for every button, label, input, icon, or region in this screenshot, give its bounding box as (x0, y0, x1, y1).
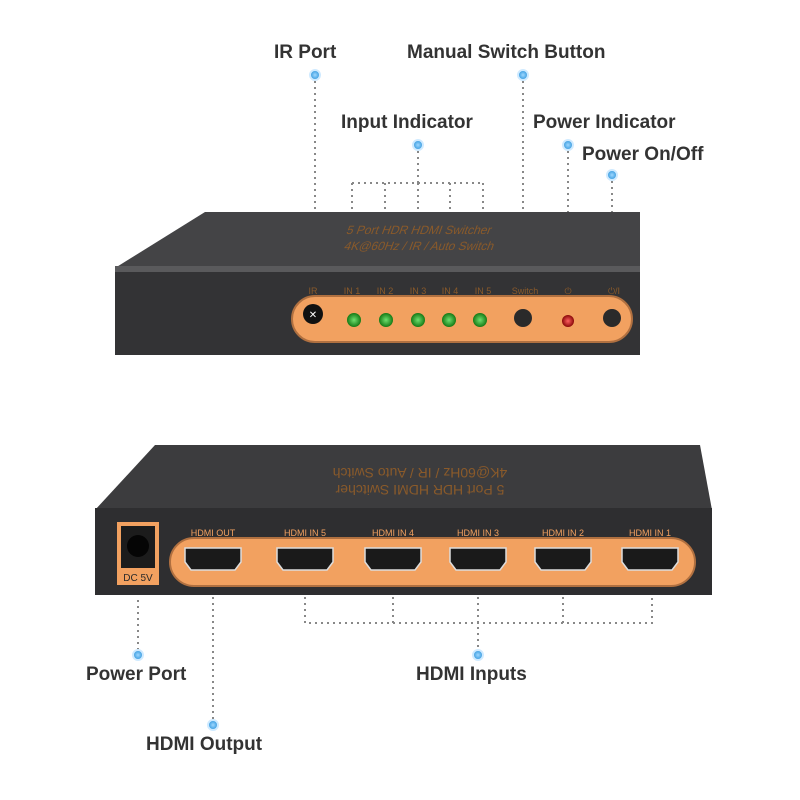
power-button (603, 309, 621, 327)
dc-label: DC 5V (123, 573, 153, 584)
port-label-in5: HDMI IN 5 (284, 528, 326, 538)
switcher-rear-view: 5 Port HDR HDMI Switcher 4K@60Hz / IR / … (95, 445, 712, 595)
led-in5 (473, 313, 487, 327)
port-label-out: HDMI OUT (191, 528, 236, 538)
dotted-leader-lines (137, 75, 653, 725)
port-label-in2: HDMI IN 2 (542, 528, 584, 538)
panel-label-power-led: ⏻ (564, 286, 571, 296)
power-led (562, 315, 574, 327)
panel-label-ir: IR (309, 286, 319, 296)
svg-text:✕: ✕ (309, 310, 317, 321)
hdmi-in4-port-icon (364, 547, 422, 571)
rear-title-2: 4K@60Hz / IR / Auto Switch (333, 465, 508, 481)
panel-label-in2: IN 2 (377, 286, 394, 296)
panel-label-power-button: ⏻/I (608, 286, 620, 296)
callout-power-indicator: Power Indicator (533, 112, 676, 133)
callout-ir-port: IR Port (274, 42, 337, 63)
led-in1 (347, 313, 361, 327)
port-label-in3: HDMI IN 3 (457, 528, 499, 538)
dc-jack-icon (127, 535, 149, 557)
switcher-front-view: 5 Port HDR HDMI Switcher 4K@60Hz / IR / … (115, 212, 640, 355)
hdmi-in2-port-icon (534, 547, 592, 571)
port-label-in1: HDMI IN 1 (629, 528, 671, 538)
port-label-in4: HDMI IN 4 (372, 528, 414, 538)
ir-receiver-icon (303, 304, 323, 324)
hdmi-out-port-icon (184, 547, 242, 571)
callout-dots (132, 69, 618, 731)
led-in3 (411, 313, 425, 327)
switch-button (514, 309, 532, 327)
panel-label-switch: Switch (512, 286, 539, 296)
callout-power-port: Power Port (86, 664, 187, 685)
callout-hdmi-inputs: HDMI Inputs (416, 664, 527, 685)
callout-power-onoff: Power On/Off (582, 144, 704, 165)
panel-label-in1: IN 1 (344, 286, 361, 296)
hdmi-in1-port-icon (621, 547, 679, 571)
rear-title-1: 5 Port HDR HDMI Switcher (335, 482, 504, 498)
callout-manual-switch: Manual Switch Button (407, 42, 606, 63)
callout-input-indicator: Input Indicator (341, 112, 473, 133)
hdmi-in3-port-icon (449, 547, 507, 571)
callout-hdmi-output: HDMI Output (146, 734, 263, 755)
device-title-2: 4K@60Hz / IR / Auto Switch (342, 239, 496, 253)
led-in4 (442, 313, 456, 327)
device-title-1: 5 Port HDR HDMI Switcher (345, 223, 494, 237)
led-in2 (379, 313, 393, 327)
panel-label-in3: IN 3 (410, 286, 427, 296)
panel-label-in5: IN 5 (475, 286, 492, 296)
hdmi-in5-port-icon (276, 547, 334, 571)
panel-label-in4: IN 4 (442, 286, 459, 296)
